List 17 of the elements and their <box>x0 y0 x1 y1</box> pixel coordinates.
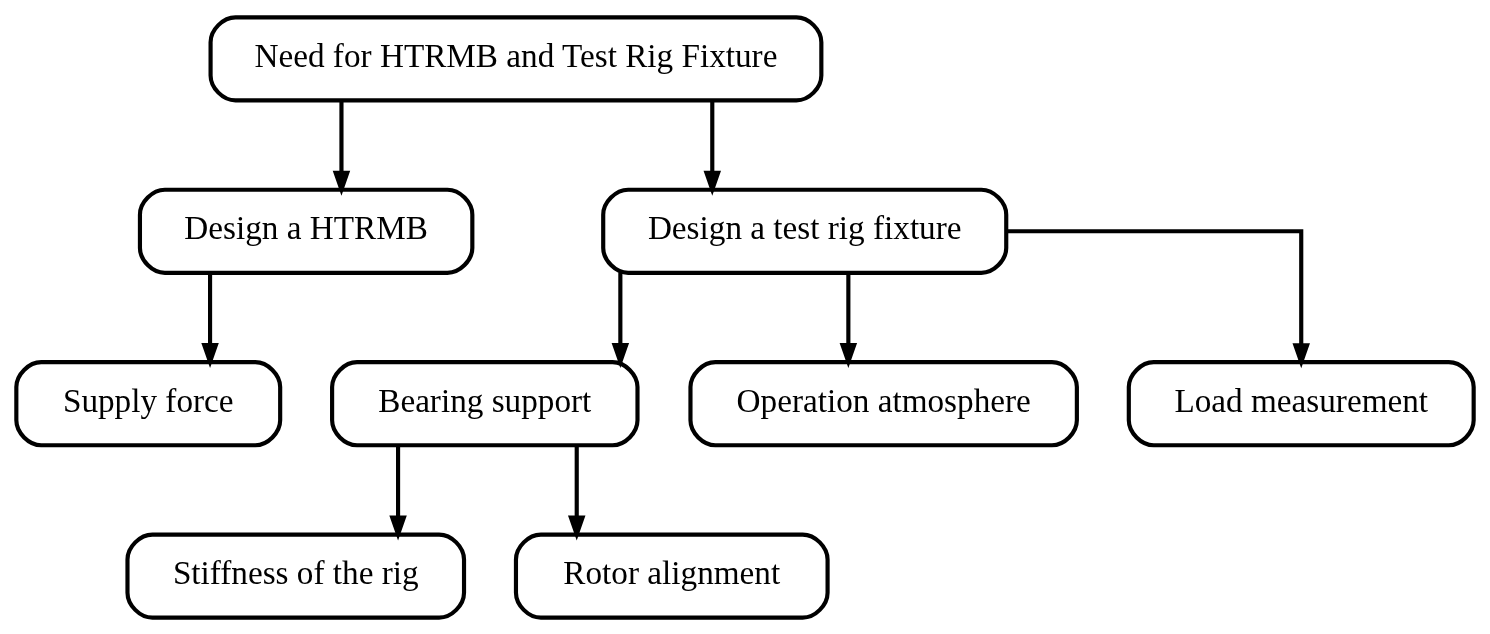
arrow <box>568 444 586 540</box>
arrow <box>703 100 722 196</box>
node-box: Rotor alignment <box>513 532 830 620</box>
arrow <box>611 272 630 368</box>
node-box: Operation atmosphere <box>688 359 1079 447</box>
arrow <box>332 100 351 196</box>
node-box: Supply force <box>14 359 283 447</box>
node-box: Design a test rig fixture <box>601 187 1009 275</box>
arrow <box>1006 228 1310 368</box>
node-box: Design a HTRMB <box>137 187 475 275</box>
node-box: Load measurement <box>1126 359 1476 447</box>
node-box: Stiffness of the rig <box>125 532 467 620</box>
node-box: Need for HTRMB and Test Rig Fixture <box>208 14 824 102</box>
arrow <box>389 444 407 540</box>
node-box: Bearing support <box>330 359 640 447</box>
arrow <box>201 272 219 368</box>
arrow <box>839 272 858 368</box>
